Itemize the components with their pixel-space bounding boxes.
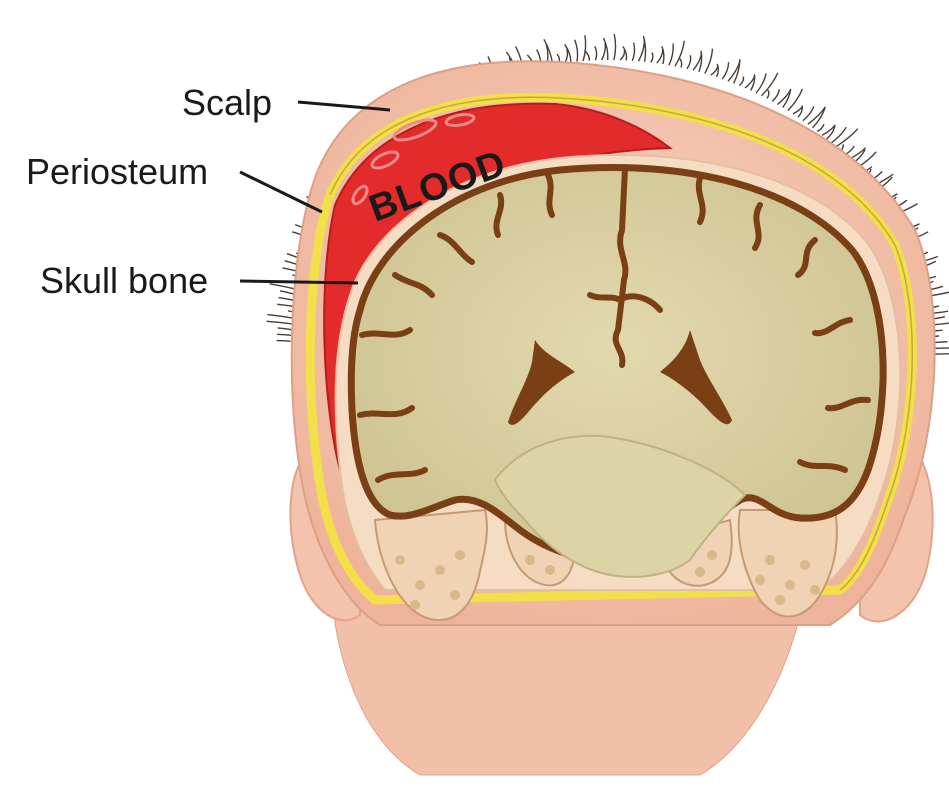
hair-strand (651, 53, 653, 63)
hair-strand (717, 64, 719, 77)
hair-strand (277, 341, 291, 342)
marrow-dot (707, 550, 717, 560)
hair-strand (836, 129, 858, 147)
hair-strand (632, 43, 634, 61)
hair-strand (620, 50, 624, 60)
marrow-dot (450, 590, 460, 600)
hair-strand (762, 73, 778, 96)
marrow-dot (765, 555, 775, 565)
marrow-dot (415, 580, 425, 590)
hair-strand (602, 42, 606, 60)
hair-strand (722, 62, 728, 79)
hair-strand (614, 34, 616, 60)
hair-strand (803, 106, 814, 120)
marrow-dot (810, 585, 820, 595)
hair-strand (583, 35, 586, 61)
hair-strand (817, 124, 824, 132)
hair-strand (739, 77, 743, 86)
hair-strand (675, 41, 684, 67)
marrow-dot (395, 555, 405, 565)
hair-strand (679, 58, 682, 68)
marrow-dot (800, 560, 810, 570)
hair-strand (705, 49, 713, 74)
marrow-dot (755, 575, 765, 585)
marrow-dot (525, 555, 535, 565)
marrow-dot (410, 600, 420, 610)
hair-strand (277, 334, 291, 335)
hair-strand (278, 328, 292, 330)
hair-strand (772, 89, 779, 101)
hair-strand (639, 39, 645, 61)
hair-strand (798, 106, 802, 117)
hair-strand (585, 51, 590, 61)
hair-strand (767, 90, 769, 99)
hair-strand (687, 55, 691, 69)
hair-strand (575, 40, 578, 62)
hair-strand (657, 49, 663, 63)
marrow-dot (455, 550, 465, 560)
hair-strand (711, 66, 718, 76)
hair-strand (267, 315, 293, 319)
hair-strand (808, 107, 826, 124)
marrow-dot (785, 580, 795, 590)
hair-strand (565, 49, 568, 63)
hair-strand (669, 44, 673, 66)
marrow-dot (775, 595, 785, 605)
marrow-dot (695, 567, 705, 577)
hair-strand (595, 46, 597, 60)
marrow-dot (545, 565, 555, 575)
label-scalp: Scalp (182, 82, 272, 123)
hair-strand (756, 74, 766, 94)
label-periosteum: Periosteum (26, 151, 208, 192)
marrow-dot (435, 565, 445, 575)
label-skull-bone: Skull bone (40, 260, 208, 301)
hair-strand (267, 321, 293, 324)
